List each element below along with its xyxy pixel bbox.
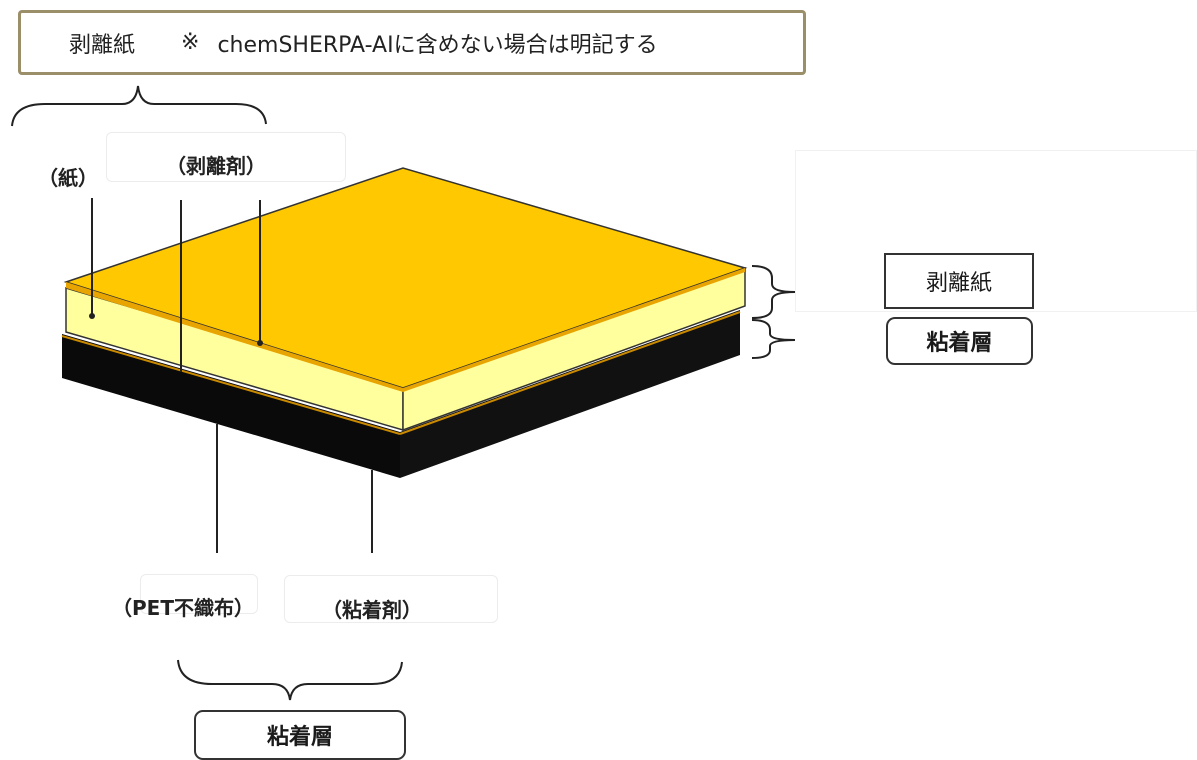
adhesive-layer-side-brace [751, 319, 796, 359]
adhesive-layer-bottom-brace [177, 659, 403, 701]
pet-nonwoven-label: （PET不織布） [112, 596, 254, 620]
release-liner-side-brace [751, 265, 796, 319]
adhesive-layer-bottom-label: 粘着層 [194, 710, 406, 760]
legend-release-liner: 剥離紙 [884, 253, 1034, 309]
adhesive-layer-side [400, 310, 740, 478]
adhesive-agent-label-bg [284, 575, 498, 623]
adhesive-agent-label: （粘着剤） [322, 598, 422, 622]
note-mark: ※ [181, 30, 200, 55]
release-liner-brace [11, 85, 267, 127]
adhesive-layer-front [62, 334, 400, 478]
paper-label: （紙） [38, 166, 98, 190]
legend-adhesive-layer: 粘着層 [886, 317, 1033, 365]
release-liner-note-box: 剥離紙 ※ chemSHERPA-AIに含めない場合は明記する [18, 10, 806, 75]
pet-label-bg [140, 574, 258, 614]
release-agent-label-bg [106, 132, 346, 182]
release-liner-title: 剥離紙 [69, 32, 136, 58]
note-text: chemSHERPA-AIに含めない場合は明記する [217, 32, 658, 58]
release-agent-label: （剥離剤） [166, 154, 266, 178]
